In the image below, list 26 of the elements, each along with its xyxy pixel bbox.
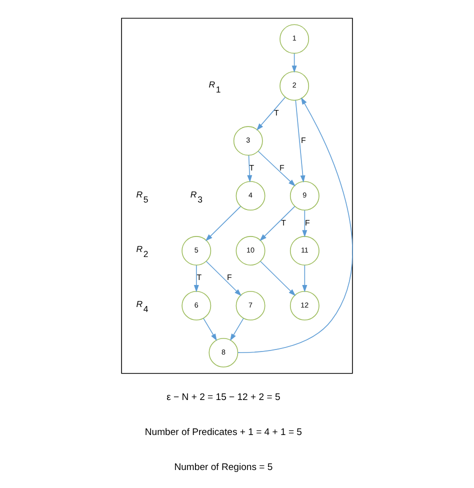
edge-label: F	[301, 136, 306, 145]
edge-label: T	[249, 163, 254, 172]
arrow	[260, 260, 296, 296]
arrow	[292, 53, 297, 73]
edge-label: T	[274, 108, 279, 118]
arrow	[302, 210, 308, 238]
label: Number of Predicates + 1 = 4 + 1 = 5	[144, 427, 302, 438]
arrow	[205, 206, 241, 242]
arrow	[194, 264, 199, 292]
edge-label: F	[305, 218, 310, 228]
arrow	[302, 264, 308, 292]
label: Number of Regions = 5	[174, 462, 273, 474]
edge-label: F	[280, 163, 284, 172]
arrow	[203, 318, 217, 341]
arrow	[256, 96, 286, 130]
arrow	[230, 318, 244, 341]
arrow	[258, 150, 296, 186]
arrow	[247, 155, 252, 182]
arrow	[206, 260, 242, 296]
arrow	[238, 97, 353, 353]
edge-label: T	[281, 218, 286, 228]
edge-label: F	[227, 273, 232, 282]
arrow	[295, 100, 306, 183]
edge-label: T	[196, 273, 202, 282]
label: ε − N + 2 = 15 − 12 + 2 = 5	[166, 392, 280, 404]
arrow	[260, 206, 296, 242]
